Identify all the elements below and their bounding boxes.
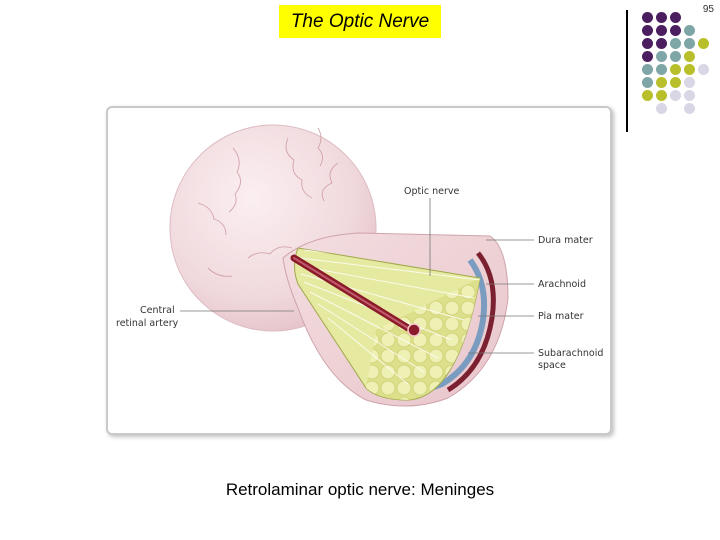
page-number: 95 xyxy=(702,4,714,15)
dot xyxy=(656,38,667,49)
dot xyxy=(684,25,695,36)
dot xyxy=(656,25,667,36)
dot xyxy=(670,90,681,101)
label-central-line1: Central xyxy=(140,305,175,316)
dot xyxy=(656,51,667,62)
dot xyxy=(698,38,709,49)
dot xyxy=(642,51,653,62)
dot xyxy=(642,38,653,49)
dot xyxy=(642,77,653,88)
dot xyxy=(684,90,695,101)
label-central-line2: retinal artery xyxy=(116,318,179,329)
fiber-bundles xyxy=(366,278,480,400)
label-subarachnoid-line2: space xyxy=(538,360,566,371)
dot xyxy=(670,38,681,49)
dot xyxy=(656,12,667,23)
dot xyxy=(656,90,667,101)
globe-vessels xyxy=(197,127,339,277)
dot xyxy=(670,64,681,75)
label-dura-mater: Dura mater xyxy=(538,235,593,246)
slide-title: The Optic Nerve xyxy=(279,5,441,38)
dot xyxy=(642,12,653,23)
dot xyxy=(656,77,667,88)
dura-inner-edge xyxy=(446,251,496,393)
dot xyxy=(642,25,653,36)
dot xyxy=(670,12,681,23)
divider-line xyxy=(626,10,628,132)
dot xyxy=(684,103,695,114)
artery-highlight xyxy=(293,257,409,329)
label-arachnoid: Arachnoid xyxy=(538,279,586,290)
dot xyxy=(670,77,681,88)
dot xyxy=(670,51,681,62)
optic-nerve-illustration: Optic nerve Dura mater Arachnoid Pia mat… xyxy=(116,124,603,407)
optic-nerve-diagram: Optic nerve Dura mater Arachnoid Pia mat… xyxy=(106,106,612,435)
dot xyxy=(684,51,695,62)
dot xyxy=(656,103,667,114)
decorative-dot-grid xyxy=(640,10,720,120)
dot xyxy=(642,64,653,75)
dot xyxy=(670,25,681,36)
dot xyxy=(684,77,695,88)
dot xyxy=(656,64,667,75)
label-subarachnoid-line1: Subarachnoid xyxy=(538,348,603,359)
dot xyxy=(684,64,695,75)
leader-lines xyxy=(180,198,534,354)
label-optic-nerve: Optic nerve xyxy=(404,186,460,197)
dot xyxy=(642,90,653,101)
dot xyxy=(698,64,709,75)
dot xyxy=(684,38,695,49)
slide-caption: Retrolaminar optic nerve: Meninges xyxy=(225,480,495,499)
artery-cross-section xyxy=(407,323,421,337)
label-pia-mater: Pia mater xyxy=(538,311,584,322)
